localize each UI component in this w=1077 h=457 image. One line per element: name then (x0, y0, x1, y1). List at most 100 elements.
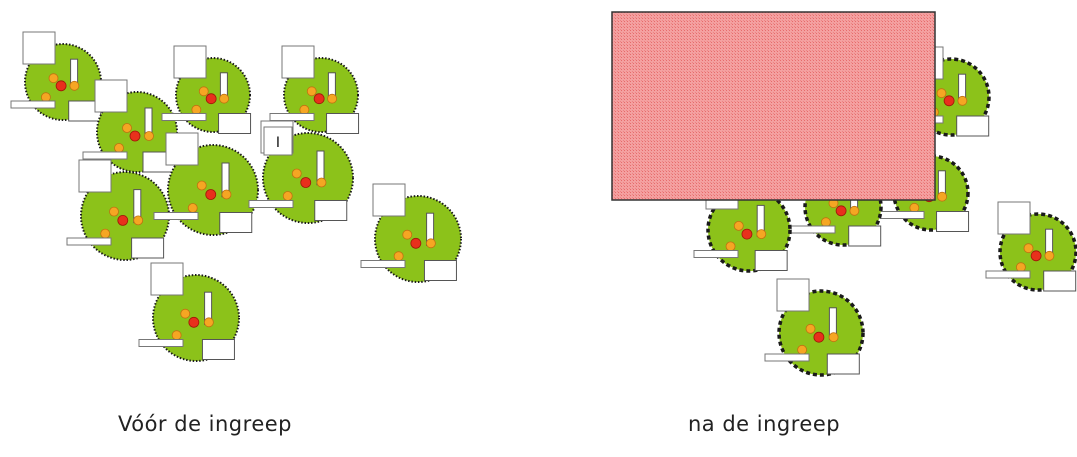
flat-bar (82, 151, 128, 160)
orange-dot (109, 206, 119, 217)
red-dot (313, 93, 325, 105)
flat-bar (248, 200, 294, 208)
orange-dot (133, 215, 144, 226)
orange-dot (187, 203, 198, 213)
red-dot (835, 205, 847, 217)
red-dot (813, 331, 825, 343)
red-dot (117, 214, 129, 226)
label-square (776, 278, 810, 312)
label-square (94, 79, 128, 113)
flat-bar (161, 113, 207, 121)
orange-dot (171, 330, 182, 341)
value-box (201, 339, 235, 360)
orange-dot (180, 308, 191, 319)
orange-dot (828, 332, 839, 343)
orange-dot (821, 217, 831, 228)
orange-dot (1016, 262, 1026, 273)
value-box (1043, 270, 1077, 292)
orange-dot (299, 104, 310, 115)
activity-item (10, 31, 102, 122)
value-box (754, 250, 788, 271)
before-panel (10, 31, 462, 362)
flat-bar (10, 100, 56, 109)
activity-item (153, 132, 259, 236)
value-box (423, 260, 457, 281)
orange-dot (936, 88, 947, 99)
orange-dot (196, 180, 207, 191)
red-dot (410, 237, 422, 249)
orange-dot (733, 220, 744, 231)
flat-bar (693, 250, 739, 258)
activity-item (248, 120, 354, 224)
activity-item (985, 201, 1077, 292)
value-box (218, 113, 252, 134)
cursor-box (263, 126, 293, 156)
orange-dot (957, 95, 968, 106)
after-overlay (611, 11, 936, 201)
orange-dot (48, 73, 59, 84)
value-box (326, 113, 360, 134)
orange-dot (805, 323, 816, 334)
flat-bar (269, 113, 315, 121)
activity-item (360, 183, 462, 283)
orange-dot (402, 229, 413, 240)
orange-dot (114, 143, 124, 153)
value-box (826, 353, 860, 375)
flat-bar (66, 237, 112, 246)
orange-dot (219, 93, 230, 104)
red-dot (205, 93, 217, 105)
flat-bar (764, 353, 810, 362)
label-square (173, 45, 207, 79)
hatched-overlay-rectangle (611, 11, 936, 201)
orange-dot (327, 93, 338, 104)
red-dot (741, 228, 753, 240)
orange-dot (1023, 243, 1034, 254)
activity-item (764, 278, 865, 377)
activity-item (82, 79, 178, 173)
orange-dot (937, 191, 947, 202)
orange-dot (725, 241, 736, 252)
orange-dot (306, 86, 317, 97)
orange-dot (909, 202, 920, 213)
value-box (848, 225, 882, 247)
red-dot (205, 189, 217, 200)
text-cursor: I (263, 126, 293, 156)
flat-bar (790, 225, 836, 234)
orange-dot (393, 251, 404, 262)
activity-item (138, 262, 240, 362)
red-dot (943, 95, 955, 107)
label-square (997, 201, 1031, 235)
label-square (281, 45, 315, 79)
label-square (372, 183, 406, 217)
label-square (22, 31, 56, 65)
orange-dot (191, 104, 202, 115)
caption-before: Vóór de ingreep (118, 412, 292, 436)
value-box (956, 115, 990, 137)
orange-dot (282, 191, 293, 201)
label-square (165, 132, 199, 166)
orange-dot (849, 205, 860, 216)
orange-dot (291, 168, 302, 179)
flat-bar (985, 270, 1031, 279)
activity-item (161, 45, 252, 134)
red-dot (188, 316, 200, 328)
flat-bar (138, 339, 184, 347)
label-square (78, 159, 112, 193)
value-box (936, 211, 970, 232)
orange-dot (69, 80, 80, 91)
orange-dot (316, 177, 327, 188)
red-dot (55, 80, 67, 92)
flat-bar (360, 260, 406, 268)
flat-bar (153, 212, 199, 220)
label-square (150, 262, 184, 296)
value-box (314, 200, 348, 221)
orange-dot (100, 228, 111, 239)
orange-dot (198, 86, 209, 97)
flat-bar (879, 211, 925, 219)
orange-dot (797, 344, 807, 355)
orange-dot (221, 189, 232, 200)
cursor-glyph: I (276, 135, 280, 151)
red-dot (300, 177, 312, 188)
orange-dot (41, 92, 51, 103)
